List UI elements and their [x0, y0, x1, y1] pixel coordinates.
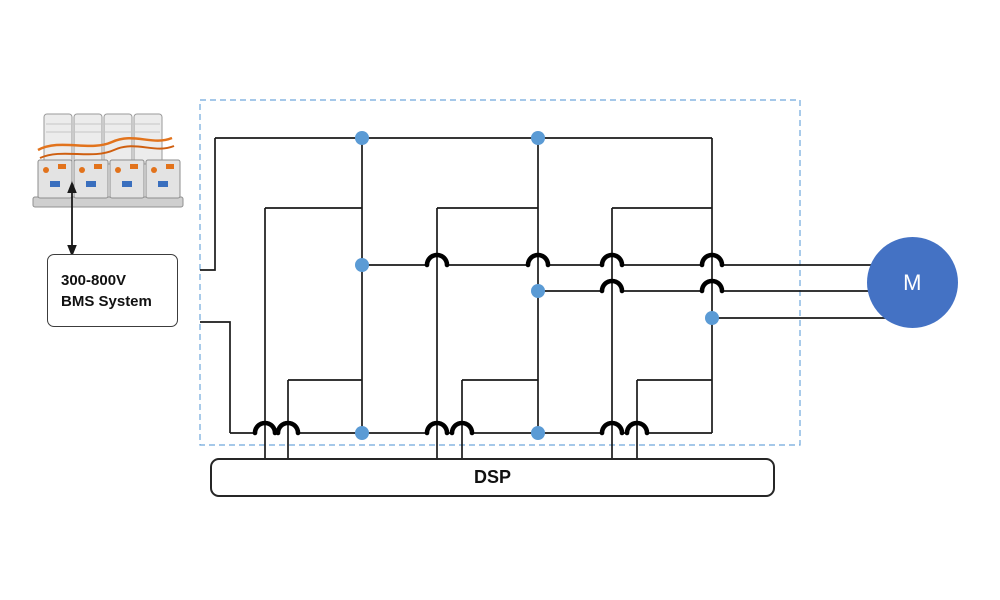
junction-node — [705, 311, 719, 325]
junction-node — [531, 131, 545, 145]
motor-label: M — [903, 269, 922, 295]
battery-label-stickers — [50, 181, 168, 187]
circuit-wires — [200, 137, 890, 460]
battery-module-ribs — [46, 123, 160, 133]
dsp-label: DSP — [473, 467, 511, 487]
junction-nodes — [355, 131, 719, 440]
bms-label-line1: 300-800V — [61, 271, 127, 289]
junction-node — [355, 426, 369, 440]
battery-connector-icons — [43, 164, 174, 173]
bms-label-line2: BMS System — [61, 292, 152, 310]
wire-crossing-arcs — [252, 252, 725, 436]
inverter-dashed-boundary — [199, 99, 801, 446]
dsp-box: DSP — [210, 458, 775, 497]
battery-cable-icon — [39, 145, 175, 159]
battery-pack-image — [32, 113, 184, 208]
double-arrow-icon — [67, 181, 77, 257]
bms-box: 300-800V BMS System — [47, 254, 178, 327]
junction-node — [355, 131, 369, 145]
junction-node — [531, 284, 545, 298]
junction-node — [355, 258, 369, 272]
battery-cable-icon — [37, 136, 173, 152]
motor: M — [867, 237, 958, 328]
junction-node — [531, 426, 545, 440]
